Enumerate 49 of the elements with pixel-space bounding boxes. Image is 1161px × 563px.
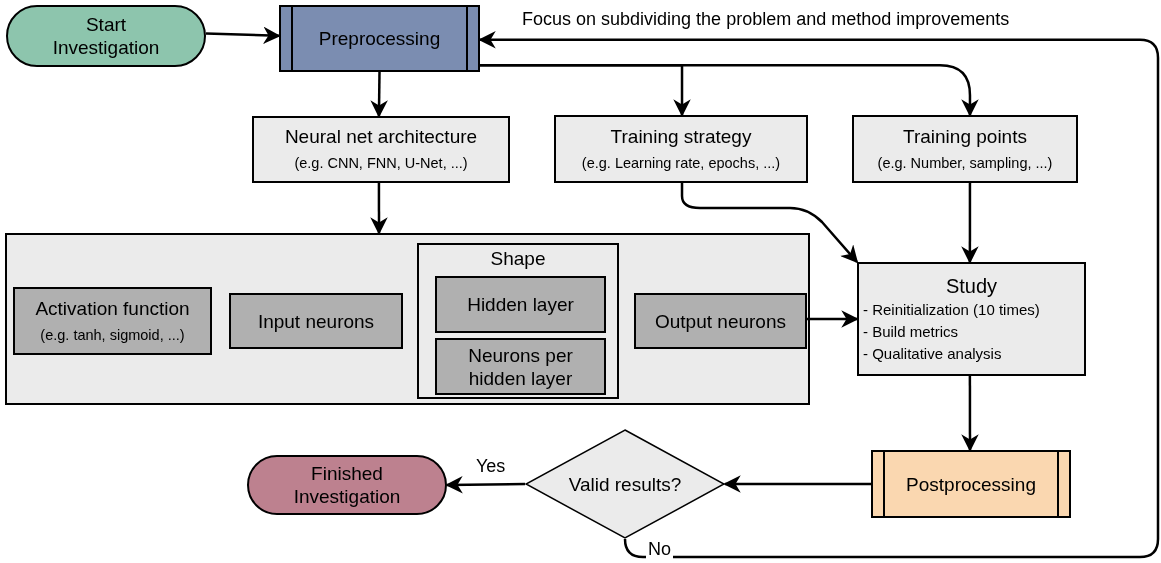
arrow bbox=[723, 475, 871, 493]
arrow bbox=[480, 64, 979, 117]
node-title: Input neurons bbox=[256, 309, 376, 333]
node-title: Output neurons bbox=[654, 309, 787, 333]
node-detail: - Qualitative analysis bbox=[863, 344, 1003, 364]
process-box bbox=[435, 338, 606, 395]
postprocessing-box bbox=[871, 450, 1071, 518]
node-detail: (e.g. Number, sampling, ...) bbox=[877, 153, 1053, 173]
node-detail: (e.g. CNN, FNN, U-Net, ...) bbox=[294, 154, 468, 173]
end-terminal bbox=[247, 455, 447, 515]
node-title: Activation function bbox=[34, 296, 191, 320]
node-title: Neural net architecture bbox=[283, 125, 479, 148]
process-box bbox=[252, 116, 510, 183]
node-detail: - Build metrics bbox=[863, 322, 960, 342]
node-title: Training points bbox=[902, 124, 1028, 148]
node-title: Valid results? bbox=[567, 472, 683, 496]
node-title: Start Investigation bbox=[51, 13, 161, 59]
node-title: Neurons per hidden layer bbox=[467, 343, 574, 390]
node-detail: (e.g. Learning rate, epochs, ...) bbox=[581, 153, 781, 173]
process-box bbox=[554, 115, 808, 183]
decision-diamond bbox=[525, 429, 725, 539]
process-box bbox=[13, 287, 212, 355]
arrow bbox=[478, 31, 1160, 559]
process-box bbox=[857, 262, 1086, 376]
process-box bbox=[435, 276, 606, 333]
group-frame bbox=[417, 243, 619, 399]
arrow bbox=[370, 72, 388, 118]
preprocessing-box bbox=[279, 5, 480, 72]
node-title: Study bbox=[944, 274, 999, 299]
arrow bbox=[445, 476, 525, 494]
node-detail: - Reinitialization (10 times) bbox=[863, 300, 1041, 320]
node-title: Hidden layer bbox=[466, 293, 575, 316]
node-title: Training strategy bbox=[609, 124, 753, 148]
process-box bbox=[229, 293, 403, 349]
process-box bbox=[852, 115, 1078, 183]
node-title: Shape bbox=[489, 247, 547, 270]
node-detail: (e.g. tanh, sigmoid, ...) bbox=[40, 325, 185, 345]
arrow bbox=[961, 376, 979, 452]
process-box bbox=[634, 293, 807, 349]
annotation-text: Focus on subdividing the problem and method improvements bbox=[522, 8, 1010, 30]
node-title: Preprocessing bbox=[317, 27, 442, 50]
node-title: Finished Investigation bbox=[292, 462, 402, 508]
arrow bbox=[961, 183, 979, 264]
arrow bbox=[680, 183, 859, 264]
group-panel bbox=[5, 233, 810, 405]
arrow bbox=[205, 26, 281, 45]
arrow bbox=[805, 310, 859, 328]
node-title: Postprocessing bbox=[905, 472, 1037, 496]
arrow bbox=[370, 183, 388, 235]
